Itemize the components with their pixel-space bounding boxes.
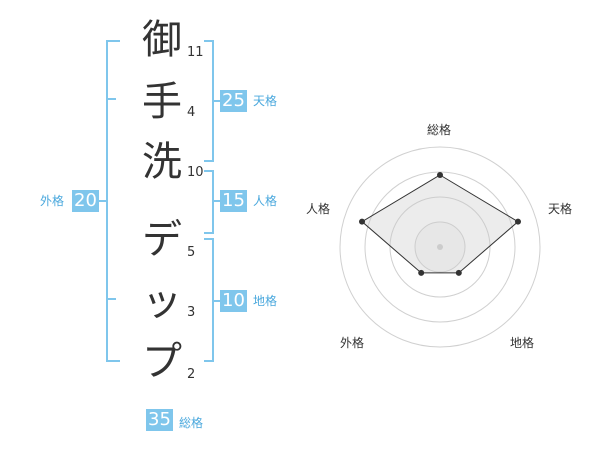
- stroke-count-4: 5: [187, 245, 196, 260]
- radar-label-top: 総格: [427, 123, 452, 137]
- soukaku-label: 総格: [179, 416, 204, 430]
- name-char-1: 御: [142, 17, 182, 63]
- stroke-count-5: 3: [187, 305, 196, 320]
- radar-point-right: [514, 218, 521, 225]
- bracket-tick: [106, 298, 116, 300]
- stroke-count-1: 11: [187, 45, 204, 60]
- chikaku-label: 地格: [253, 294, 278, 308]
- radar-grid-ring: [389, 196, 491, 298]
- radar-label-left: 人格: [306, 202, 331, 216]
- name-char-3: 洗: [142, 139, 182, 185]
- tenkaku-badge: 25: [220, 90, 247, 112]
- radar-label-bottom-right: 地格: [510, 336, 535, 350]
- jinkaku-connector: [212, 200, 220, 202]
- jinkaku-badge: 15: [220, 190, 247, 212]
- stroke-count-3: 10: [187, 165, 204, 180]
- radar-point-bottom-right: [455, 269, 462, 276]
- tenkaku-connector: [212, 100, 220, 102]
- gaikaku-label: 外格: [40, 194, 65, 208]
- radar-point-bottom-left: [418, 269, 425, 276]
- tenkaku-label: 天格: [253, 94, 278, 108]
- radar-center-dot: [437, 244, 443, 250]
- soukaku-badge: 35: [146, 409, 173, 431]
- jinkaku-label: 人格: [253, 194, 278, 208]
- name-char-2: 手: [142, 79, 182, 125]
- stroke-count-2: 4: [187, 105, 196, 120]
- chikaku-connector: [212, 300, 220, 302]
- radar-label-right: 天格: [548, 202, 573, 216]
- stroke-count-6: 2: [187, 367, 196, 382]
- gaikaku-badge: 20: [72, 190, 99, 212]
- fortune-radar-chart: [339, 146, 541, 348]
- radar-value-polygon: [361, 174, 519, 274]
- radar-point-left: [359, 218, 366, 225]
- name-char-6: プ: [142, 339, 182, 385]
- name-char-5: ッ: [142, 279, 182, 325]
- name-char-4: デ: [142, 217, 182, 263]
- gaikaku-connector: [98, 200, 108, 202]
- radar-label-bottom-left: 外格: [340, 336, 365, 350]
- chikaku-badge: 10: [220, 290, 247, 312]
- radar-grid-ring: [339, 146, 541, 348]
- gaikaku-bracket: [106, 40, 120, 362]
- radar-point-top: [437, 172, 443, 178]
- bracket-tick: [106, 98, 116, 100]
- jinkaku-bracket: [204, 170, 214, 234]
